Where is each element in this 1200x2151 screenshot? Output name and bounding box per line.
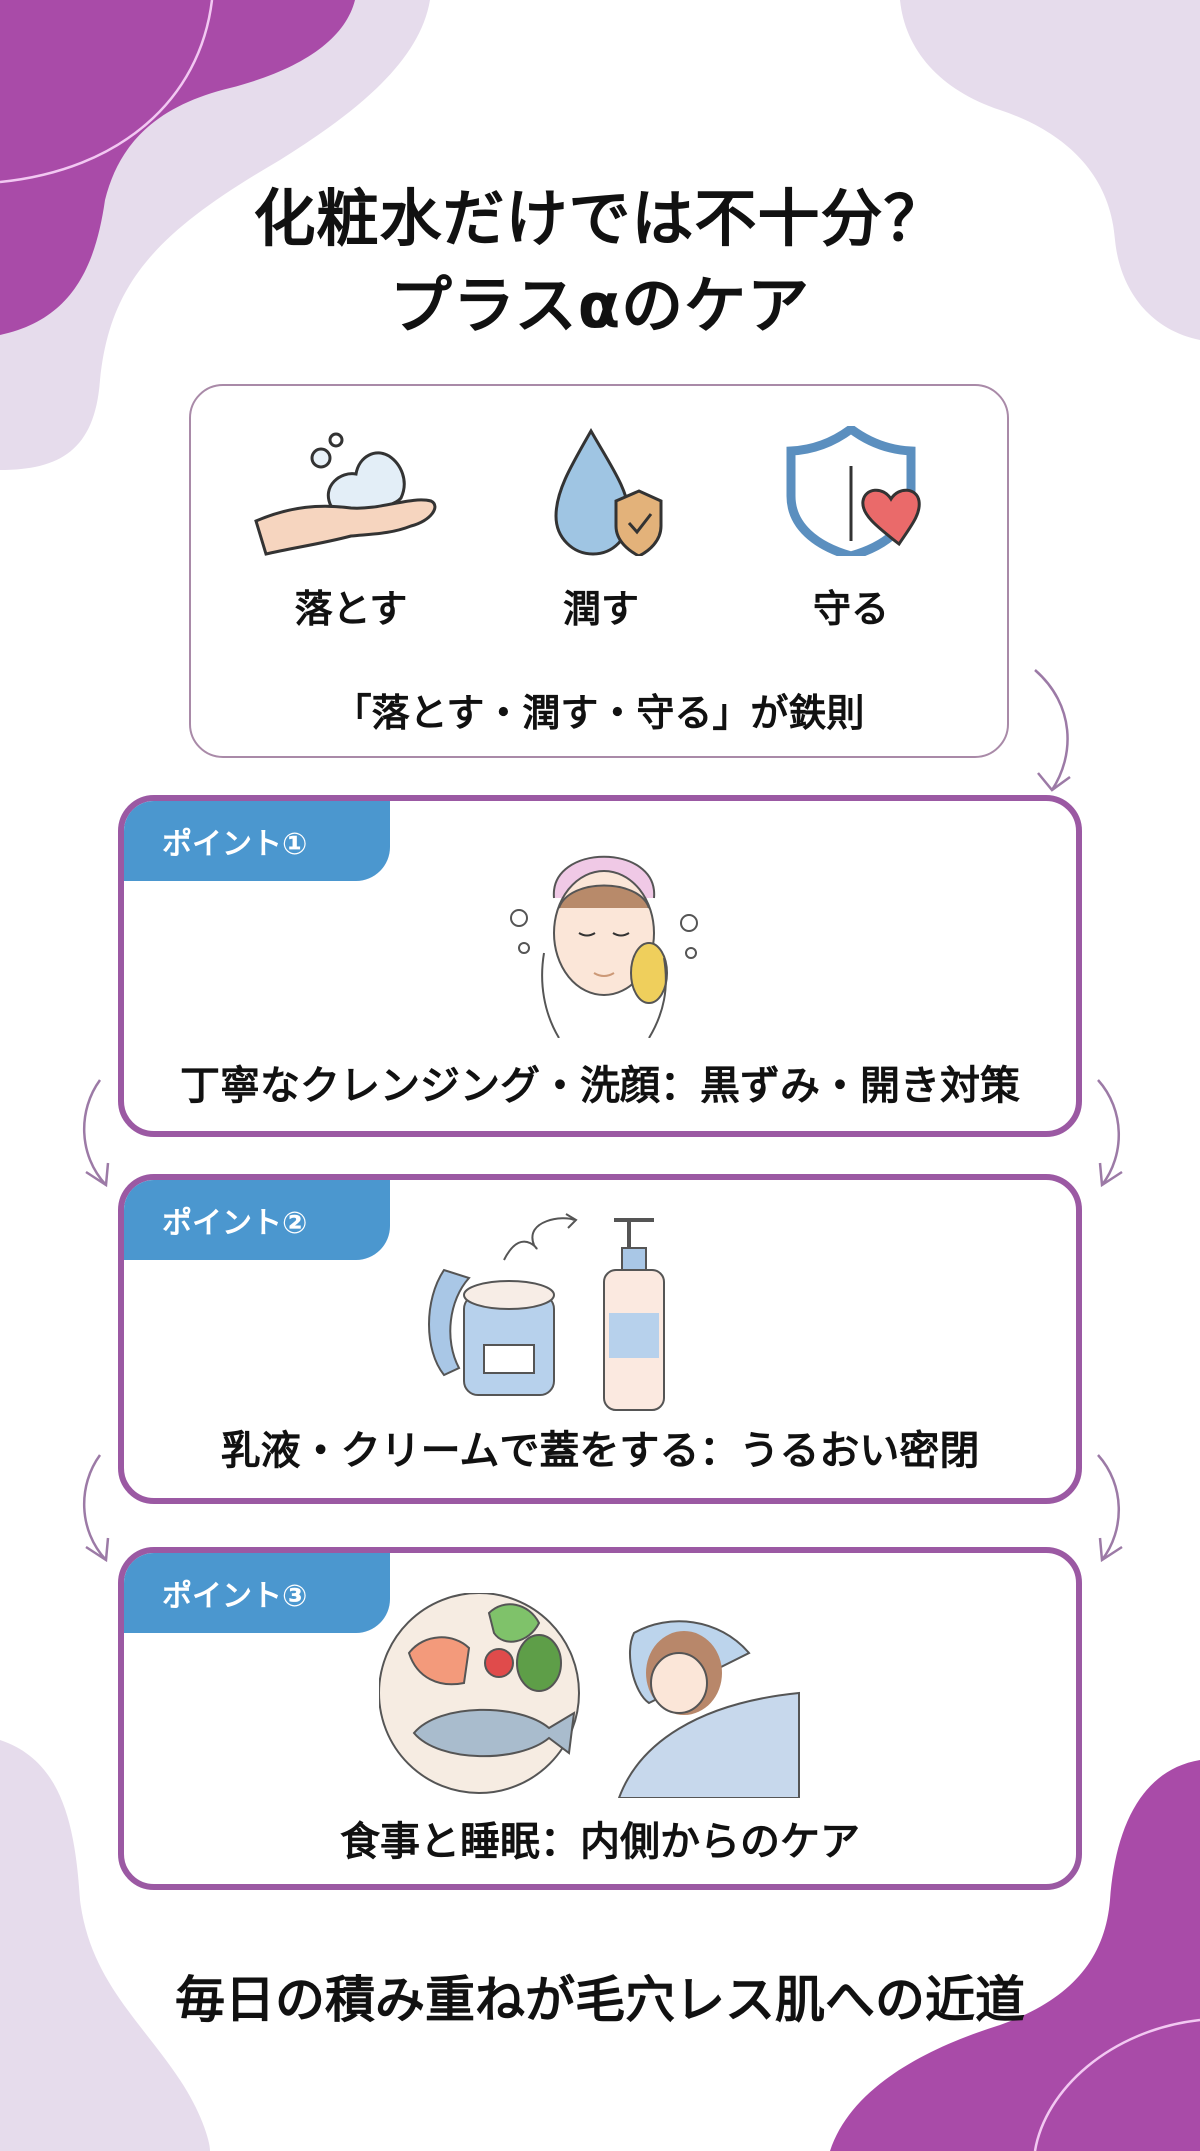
page-title-line2: プラスαのケア <box>389 269 811 342</box>
meal-and-sleep-illustration <box>379 1593 800 1798</box>
overview-card: 落とす 潤す 守る 「落とす・潤す・守る」が鉄則 <box>189 384 1009 758</box>
shield-heart-icon <box>786 426 921 556</box>
face-washing-illustration <box>510 855 698 1038</box>
connector-arrow-icon <box>83 1079 110 1188</box>
connector-arrow-icon <box>83 1454 110 1563</box>
point-card-1: ポイント① 丁寧なクレンジング・洗顔：黒ずみ・開き対策 <box>118 795 1082 1137</box>
footer-message: 毎日の積み重ねが毛穴レス肌への近道 <box>175 1971 1025 2029</box>
step-label-cleanse: 落とす <box>294 587 408 631</box>
point-text-2: 乳液・クリームで蓋をする：うるおい密閉 <box>220 1428 980 1474</box>
hand-foam-icon <box>254 432 437 556</box>
step-label-protect: 守る <box>812 587 889 631</box>
page-title-line1: 化粧水だけでは不十分？ <box>253 182 947 255</box>
point-card-2: ポイント② 乳液・クリームで蓋をする：うるおい密閉 <box>118 1174 1082 1504</box>
step-label-moisturize: 潤す <box>562 587 639 631</box>
point-badge-3: ポイント③ <box>124 1553 390 1633</box>
connector-arrow-icon <box>1034 669 1071 792</box>
step-moisturize: 潤す <box>491 426 711 633</box>
water-drop-shield-icon <box>554 427 663 556</box>
step-protect: 守る <box>741 426 961 633</box>
step-cleanse: 落とす <box>241 426 461 633</box>
point-card-3: ポイント③ 食事と睡眠：内側からのケア <box>118 1547 1082 1890</box>
rule-text: 「落とす・潤す・守る」が鉄則 <box>333 691 865 735</box>
connector-arrow-icon <box>1097 1079 1123 1188</box>
connector-arrow-icon <box>1097 1454 1123 1563</box>
point-text-3: 食事と睡眠：内側からのケア <box>340 1819 860 1865</box>
point-badge-2: ポイント② <box>124 1180 390 1260</box>
point-badge-1: ポイント① <box>124 801 390 881</box>
point-text-1: 丁寧なクレンジング・洗顔：黒ずみ・開き対策 <box>180 1063 1020 1109</box>
cream-jar-and-bottle-illustration <box>428 1213 665 1411</box>
